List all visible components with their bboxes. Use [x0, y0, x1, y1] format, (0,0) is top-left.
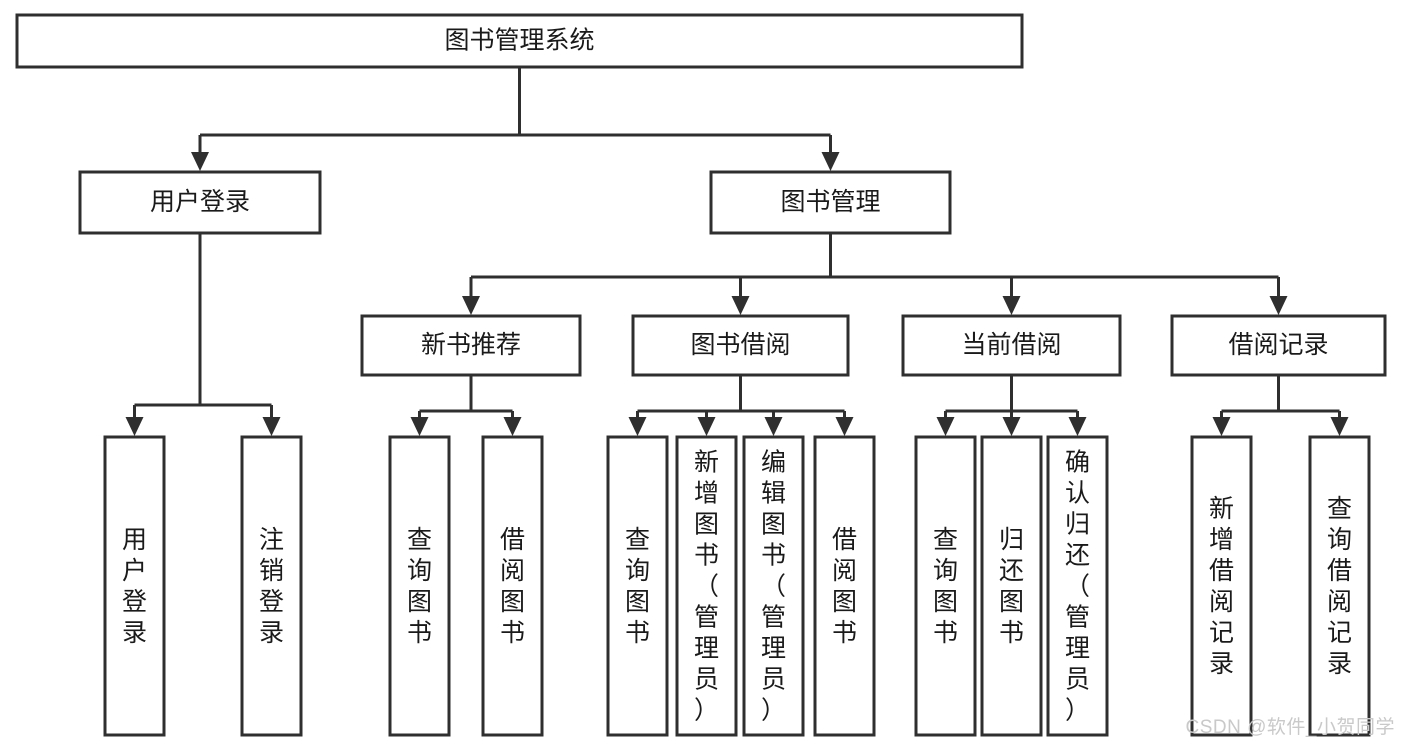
node-box [606, 435, 669, 737]
node-l3-1[interactable]: 图书借阅 [631, 314, 850, 377]
node-leaf-10[interactable]: 确认归还（管理员） [1046, 435, 1109, 737]
node-box [388, 435, 451, 737]
node-box [675, 435, 738, 737]
node-label: 用户登录 [122, 526, 147, 647]
connector-arrowhead [1269, 296, 1288, 315]
connector-arrowhead [410, 417, 429, 436]
node-label: 查询借阅记录 [1327, 495, 1352, 678]
node-label: 查询图书 [407, 526, 432, 647]
node-box [1308, 435, 1371, 737]
node-box [1190, 435, 1253, 737]
node-label: 注销登录 [259, 526, 284, 647]
connector-arrowhead [462, 296, 480, 315]
node-label: 新增借阅记录 [1209, 495, 1234, 678]
node-box [813, 435, 876, 737]
node-root-0[interactable]: 图书管理系统 [15, 13, 1024, 69]
connector-arrowhead [697, 417, 716, 436]
node-leaf-6[interactable]: 编辑图书（管理员） [742, 435, 805, 737]
node-leaf-12[interactable]: 查询借阅记录 [1308, 435, 1371, 737]
node-label: 新书推荐 [421, 331, 521, 359]
node-leaf-9[interactable]: 归还图书 [980, 435, 1043, 737]
node-label: 借阅图书 [832, 526, 857, 647]
node-label: 图书管理 [780, 188, 880, 216]
node-leaf-0[interactable]: 用户登录 [103, 435, 166, 737]
node-label: 借阅图书 [500, 526, 525, 647]
node-box [481, 435, 544, 737]
connector-arrowhead [1330, 417, 1349, 436]
connector-arrowhead [1002, 296, 1021, 315]
node-label: 新增图书（管理员） [694, 449, 719, 725]
node-l3-3[interactable]: 借阅记录 [1170, 314, 1387, 377]
node-label: 图书借阅 [690, 331, 790, 359]
node-box [742, 435, 805, 737]
connector-arrowhead [1212, 417, 1231, 436]
node-l2-0[interactable]: 用户登录 [78, 170, 322, 235]
connector-arrowhead [125, 417, 144, 436]
node-box [1170, 314, 1387, 377]
connector-arrowhead [731, 296, 750, 315]
connector-arrowhead [1002, 417, 1021, 436]
node-layer: 图书管理系统用户登录图书管理新书推荐图书借阅当前借阅借阅记录用户登录注销登录查询… [15, 13, 1387, 737]
node-leaf-11[interactable]: 新增借阅记录 [1190, 435, 1253, 737]
node-box [15, 13, 1024, 69]
connector-arrowhead [191, 152, 209, 171]
node-box [631, 314, 850, 377]
node-box [78, 170, 322, 235]
node-box [360, 314, 582, 377]
node-box [103, 435, 166, 737]
connector-arrowhead [835, 417, 854, 436]
node-label: 查询图书 [625, 526, 650, 647]
node-leaf-2[interactable]: 查询图书 [388, 435, 451, 737]
node-leaf-1[interactable]: 注销登录 [240, 435, 303, 737]
node-label: 当前借阅 [961, 331, 1061, 359]
node-leaf-8[interactable]: 查询图书 [914, 435, 977, 737]
node-label: 确认归还（管理员） [1065, 449, 1090, 725]
node-label: 图书管理系统 [444, 27, 594, 55]
connector-arrowhead [821, 152, 840, 171]
node-leaf-7[interactable]: 借阅图书 [813, 435, 876, 737]
node-label: 用户登录 [150, 188, 250, 216]
connector-arrowhead [1068, 417, 1087, 436]
node-label: 借阅记录 [1228, 331, 1328, 359]
connector-arrowhead [262, 417, 281, 436]
node-leaf-3[interactable]: 借阅图书 [481, 435, 544, 737]
node-leaf-5[interactable]: 新增图书（管理员） [675, 435, 738, 737]
node-box [914, 435, 977, 737]
node-box [980, 435, 1043, 737]
node-label: 归还图书 [999, 526, 1024, 647]
node-box [709, 170, 952, 235]
connector-arrowhead [936, 417, 955, 436]
node-label: 查询图书 [933, 526, 958, 647]
node-l3-2[interactable]: 当前借阅 [901, 314, 1122, 377]
node-leaf-4[interactable]: 查询图书 [606, 435, 669, 737]
node-box [240, 435, 303, 737]
connector-layer [125, 67, 1349, 436]
node-l3-0[interactable]: 新书推荐 [360, 314, 582, 377]
connector-arrowhead [628, 417, 647, 436]
connector-arrowhead [503, 417, 522, 436]
node-box [901, 314, 1122, 377]
connector-arrowhead [764, 417, 783, 436]
node-box [1046, 435, 1109, 737]
node-label: 编辑图书（管理员） [761, 449, 786, 725]
node-l2-1[interactable]: 图书管理 [709, 170, 952, 235]
